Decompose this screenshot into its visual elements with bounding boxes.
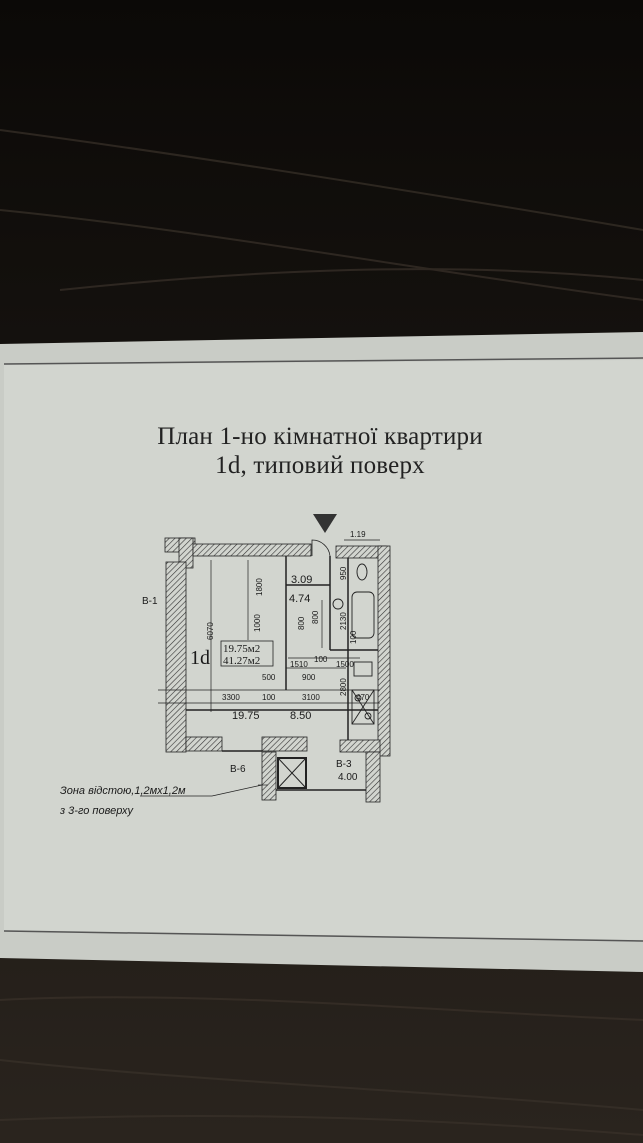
waiting-zone-note: Зона відстою,1,2мх1,2м: [60, 785, 186, 797]
dimension-label: 100: [314, 655, 328, 664]
dimension-label: 2800: [339, 678, 348, 696]
plan-subtitle: 1d, типовий поверх: [215, 452, 425, 479]
partitions: [186, 556, 378, 791]
dimension-label: 100: [349, 630, 358, 644]
wall-bottom-left: [185, 736, 223, 752]
dimension-label: 950: [339, 566, 348, 580]
bathtub-icon: [351, 591, 375, 639]
room-area-value: 8.50: [290, 710, 311, 722]
room-area-value: 19.75: [232, 710, 260, 722]
floor-plan: 1d 19.75м2 41.27м2 3.09 4.74 19.75 8.50 …: [140, 514, 391, 803]
section-mark-b3: B-3: [336, 759, 352, 770]
dimension-label: 3100: [302, 693, 320, 702]
waiting-zone-note-floor: з 3-го поверху: [59, 805, 134, 817]
dimension-label: 1000: [253, 614, 262, 632]
dimension-label: 800: [311, 610, 320, 624]
area-box: [220, 640, 274, 667]
paper-border-top: [3, 357, 643, 365]
dimension-label: 470: [356, 693, 370, 702]
kitchen-sink-icon: [353, 661, 373, 677]
wood-grain: [0, 129, 643, 1136]
unit-label: 1d: [190, 647, 210, 669]
entrance-marker-icon: [313, 514, 337, 533]
dimension-label: 6070: [206, 622, 215, 640]
walls: [164, 537, 391, 803]
dimension-label: 100: [262, 693, 276, 702]
dimension-label: 1800: [255, 578, 264, 596]
wall-bottom-right: [339, 739, 381, 753]
dimension-label: 1.19: [350, 530, 366, 539]
living-area-value: 19.75м2: [223, 643, 260, 655]
room-area-value: 4.74: [289, 593, 310, 605]
dimension-label: 2130: [339, 612, 348, 630]
door-swing: [311, 539, 331, 557]
section-mark-b1: B-1: [142, 596, 158, 607]
dimension-label: 1500: [336, 660, 354, 669]
wall-top: [192, 543, 312, 557]
sink-icon: [332, 598, 344, 610]
dimension-label: 800: [297, 616, 306, 630]
paper-inner-area: [4, 360, 643, 940]
dimension-label: 3300: [222, 693, 240, 702]
dimension-lines: [140, 539, 380, 797]
wall-left: [165, 561, 187, 753]
section-mark-b6: B-6: [230, 764, 246, 775]
wall-shaft-left: [261, 751, 277, 801]
total-area-value: 41.27м2: [223, 655, 260, 667]
paper-border-bottom: [3, 930, 643, 942]
plan-title: План 1-но кімнатної квартири: [157, 423, 483, 450]
toilet-icon: [356, 563, 368, 581]
room-area-value: 4.00: [338, 772, 358, 783]
wall-bottom-right-lower: [365, 751, 381, 803]
room-area-value: 3.09: [291, 574, 312, 586]
dimension-label: 1510: [290, 660, 308, 669]
wall-right: [377, 545, 391, 757]
wall-bottom-mid: [261, 736, 308, 752]
dimension-label: 900: [302, 673, 316, 682]
waiting-zone-box: [277, 757, 307, 789]
dimension-label: 500: [262, 673, 276, 682]
